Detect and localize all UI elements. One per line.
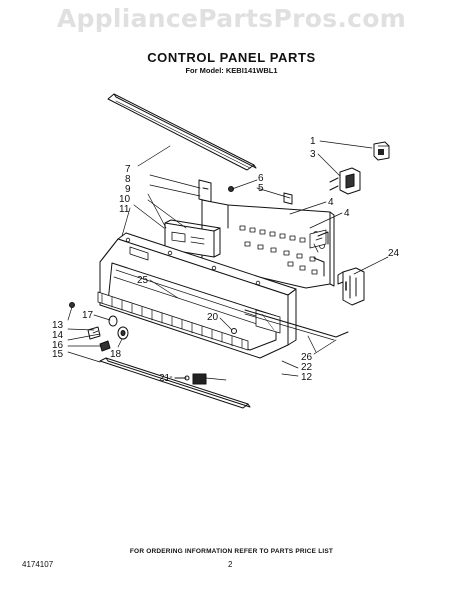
clip-12 (192, 373, 207, 385)
lower-trim-rail (244, 309, 349, 341)
knob-16 (87, 326, 101, 340)
callout-24: 24 (388, 248, 400, 259)
callout-5: 5 (258, 183, 264, 194)
callout-18: 18 (110, 349, 122, 360)
callout-25: 25 (137, 275, 149, 286)
callout-7: 7 (125, 164, 131, 175)
callout-16: 16 (52, 340, 64, 351)
screw-6 (228, 186, 234, 192)
knob-16b (99, 340, 111, 352)
callout-9: 9 (125, 184, 131, 195)
clip-8 (198, 179, 212, 203)
watermark: AppliancePartsPros.com (56, 4, 407, 33)
top-trim-strip (107, 93, 257, 171)
overlay-strip-25 (97, 291, 249, 351)
ring-17 (108, 315, 118, 327)
model-line: For Model: KEBI141WBL1 (185, 66, 278, 75)
callout-22: 22 (301, 362, 313, 373)
callout-13: 13 (52, 320, 64, 331)
callout-6: 6 (258, 173, 264, 184)
callout-17: 17 (82, 310, 94, 321)
callout-8: 8 (125, 174, 131, 185)
callout-10: 10 (119, 194, 131, 205)
callout-3: 3 (310, 149, 316, 160)
document-part-number: 4174107 (22, 560, 54, 569)
bottom-trim-strip-15 (99, 357, 251, 409)
callout-4-lower: 4 (344, 208, 350, 219)
bracket-3 (329, 167, 361, 195)
spacer-5 (283, 192, 293, 205)
spring-21 (174, 375, 190, 381)
page-number: 2 (228, 560, 233, 569)
callout-21: 21 (159, 373, 171, 384)
clock-control-module (164, 219, 221, 258)
callout-11: 11 (119, 204, 130, 215)
callout-26: 26 (301, 352, 313, 363)
callout-20: 20 (207, 312, 219, 323)
callout-1: 1 (310, 136, 316, 147)
small-component-1 (373, 141, 390, 161)
knob-18 (117, 326, 129, 340)
ordering-info: FOR ORDERING INFORMATION REFER TO PARTS … (129, 548, 334, 555)
side-bracket-24 (337, 267, 365, 306)
callout-15: 15 (52, 349, 64, 360)
part-20 (231, 328, 237, 334)
callout-14: 14 (52, 330, 64, 341)
callout-4-upper: 4 (328, 197, 334, 208)
page-title: CONTROL PANEL PARTS (147, 50, 316, 65)
callout-12: 12 (301, 372, 313, 383)
